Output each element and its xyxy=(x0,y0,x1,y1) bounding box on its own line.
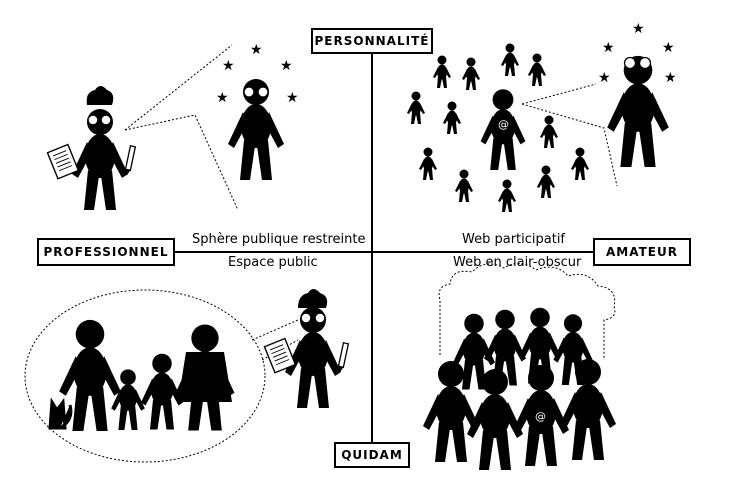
star-icon: ★ xyxy=(286,90,299,106)
star-icon: ★ xyxy=(598,70,611,86)
label-espace-public: Espace public xyxy=(228,255,318,270)
label-web-en-clair-obscur: Web en clair-obscur xyxy=(453,255,582,270)
axis-label-bottom: QUIDAM xyxy=(334,442,410,468)
cloud-bubble-lr xyxy=(438,263,616,360)
star-icons-ul: ★ ★ ★ ★ ★ xyxy=(216,42,299,106)
axis-label-right: AMATEUR xyxy=(593,238,691,266)
celebrity-figure-ul: ★ ★ ★ ★ ★ xyxy=(216,42,299,180)
star-icon: ★ xyxy=(280,58,293,74)
label-sphere-publique-restreinte: Sphère publique restreinte xyxy=(192,232,366,247)
star-icons-ur: ★ ★ ★ ★ ★ xyxy=(598,21,677,86)
celebrity-figure-ur: ★ ★ ★ ★ ★ xyxy=(598,21,677,168)
star-icon: ★ xyxy=(222,58,235,74)
star-icon: ★ xyxy=(216,90,229,106)
cat-icon xyxy=(48,397,73,430)
star-icon: ★ xyxy=(602,40,615,56)
star-icon: ★ xyxy=(662,40,675,56)
star-icon: ★ xyxy=(664,70,677,86)
at-icon-lr: @ xyxy=(535,410,546,423)
label-web-participatif: Web participatif xyxy=(462,232,566,247)
speech-pointer-ur xyxy=(521,83,618,187)
at-icon-ur: @ xyxy=(498,118,509,131)
speech-pointer-ul xyxy=(124,44,239,211)
professional-figure-top xyxy=(46,86,137,210)
thought-bubble-ll xyxy=(24,289,266,463)
crowd-lower-right xyxy=(423,307,616,470)
professional-figure-bottom xyxy=(263,289,350,408)
star-icon: ★ xyxy=(250,42,263,58)
axis-label-top: PERSONNALITÉ xyxy=(311,28,433,54)
family-group xyxy=(48,319,235,431)
axis-label-left: PROFESSIONNEL xyxy=(37,238,175,266)
star-icon: ★ xyxy=(632,21,645,37)
